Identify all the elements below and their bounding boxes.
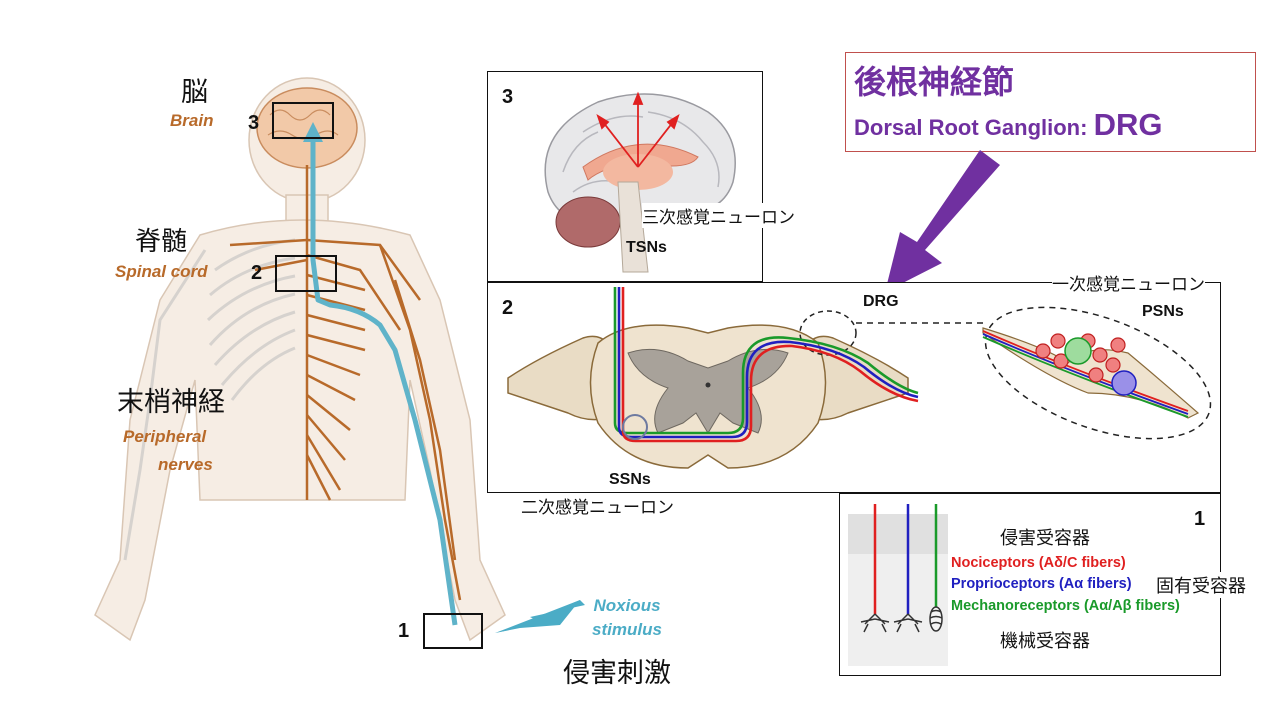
drg-title-box: 後根神経節 Dorsal Root Ganglion: DRG [845, 52, 1256, 152]
ssns-label: SSNs [609, 471, 651, 488]
drg-small-label: DRG [863, 293, 899, 310]
proprioceptor-label-en: Proprioceptors (Aα fibers) [951, 576, 1132, 592]
peripheral-label-en-1: Peripheral [123, 427, 207, 446]
drg-title-en-abbr: DRG [1093, 107, 1163, 142]
tsns-label: TSNs [626, 239, 667, 256]
spinal-cross-section-illustration [507, 287, 1212, 469]
drg-title-en: Dorsal Root Ganglion: DRG [854, 107, 1162, 143]
marker-3: 3 [248, 112, 260, 134]
drg-title-jp: 後根神経節 [854, 63, 1015, 101]
noxious-line-2: stimulus [592, 620, 662, 639]
panel-spinal: 2 [487, 282, 1221, 493]
noxious-line-1: Noxious [593, 596, 661, 615]
psns-label: PSNs [1142, 303, 1184, 320]
noxious-stimulus-label: Noxious stimulus [572, 594, 682, 642]
peripheral-label-en-2: nerves [158, 455, 213, 474]
box-hand [423, 613, 483, 649]
panel-3-number: 3 [502, 86, 514, 108]
panel-2-number: 2 [502, 297, 514, 319]
box-brain [272, 102, 334, 139]
spinal-label-jp: 脊髄 [135, 227, 188, 257]
mechanoreceptor-label-jp: 機械受容器 [1000, 631, 1090, 652]
ascending-pathway [310, 130, 458, 626]
marker-1: 1 [398, 620, 410, 642]
tertiary-neuron-label: 三次感覚ニューロン [642, 203, 795, 228]
panel-brain: 3 TSNs [487, 71, 763, 282]
nociceptor-label-jp: 侵害受容器 [1000, 528, 1090, 549]
panel-1-number: 1 [1194, 508, 1206, 530]
mechanoreceptor-label-en: Mechanoreceptors (Aα/Aβ fibers) [951, 598, 1180, 614]
marker-2: 2 [251, 262, 263, 284]
nociceptor-label-en: Nociceptors (Aδ/C fibers) [951, 555, 1126, 571]
box-spinal [275, 255, 337, 292]
skin-receptors-illustration [848, 504, 948, 666]
peripheral-label-jp: 末梢神経 [117, 387, 225, 418]
brain-label-jp: 脳 [181, 77, 208, 108]
proprioceptor-label-jp: 固有受容器 [1156, 572, 1246, 598]
spinal-label-en: Spinal cord [115, 262, 208, 281]
brain-label-en: Brain [170, 111, 214, 130]
noxious-stimulus-jp: 侵害刺激 [563, 658, 671, 689]
brain-sagittal-illustration [544, 91, 736, 273]
drg-title-en-prefix: Dorsal Root Ganglion: [854, 115, 1094, 140]
primary-neuron-label: 一次感覚ニューロン [1052, 270, 1205, 295]
secondary-neuron-label: 二次感覚ニューロン [521, 493, 674, 518]
panel-receptors: 1 侵害受容器 Nociceptors (Aδ/C fibers) Propri… [839, 493, 1221, 676]
